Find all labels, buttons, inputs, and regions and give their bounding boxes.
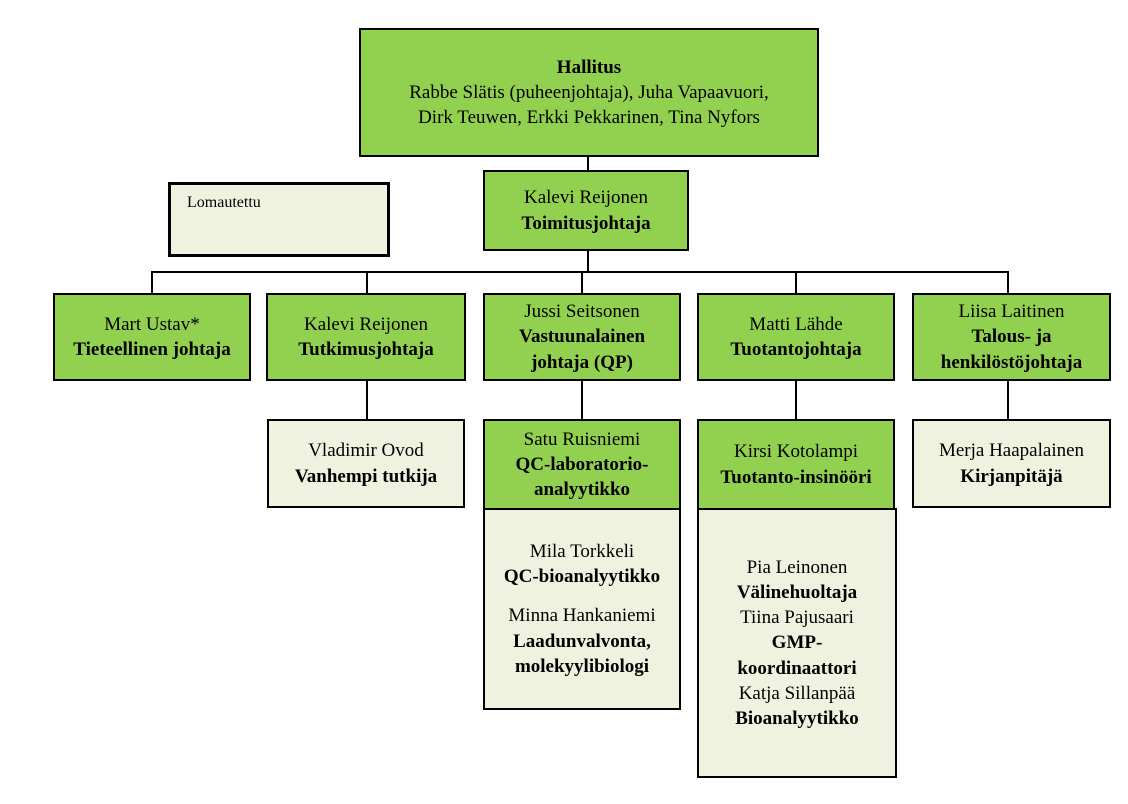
production-lead-box: Kirsi Kotolampi Tuotanto-insinööri — [697, 419, 895, 510]
director-name: Matti Lähde — [749, 313, 843, 335]
director-title-line1: Vastuunalainen — [518, 326, 646, 348]
connector-bus-d1 — [151, 271, 153, 294]
director-title-line1: Talous- ja — [971, 326, 1052, 348]
staff-title: Kirjanpitäjä — [960, 465, 1063, 487]
staff-title: Bioanalyytikko — [735, 707, 859, 729]
connector-bus-d5 — [1007, 271, 1009, 294]
production-staff-box: Pia Leinonen Välinehuoltaja Tiina Pajusa… — [697, 508, 897, 778]
research-staff-box: Vladimir Ovod Vanhempi tutkija — [267, 419, 465, 508]
director-title-line2: henkilöstöjohtaja — [940, 351, 1083, 373]
connector-bus-d3 — [581, 271, 583, 294]
director-name: Kalevi Reijonen — [304, 313, 428, 335]
staff-title: QC-bioanalyytikko — [503, 566, 661, 588]
staff-name: Merja Haapalainen — [938, 440, 1085, 462]
qc-lead-name: Satu Ruisniemi — [523, 428, 641, 450]
qc-staff-box: Mila Torkkeli QC-bioanalyytikko Minna Ha… — [483, 508, 681, 710]
production-lead-title: Tuotanto-insinööri — [720, 466, 872, 488]
qc-lead-box: Satu Ruisniemi QC-laboratorio- analyytik… — [483, 419, 681, 510]
furlough-box: Lomautettu — [168, 182, 390, 257]
board-title: Hallitus — [556, 56, 622, 78]
finance-staff-box: Merja Haapalainen Kirjanpitäjä — [912, 419, 1111, 508]
connector-d5-staff — [1007, 380, 1009, 420]
connector-d3-qc — [581, 380, 583, 420]
ceo-name: Kalevi Reijonen — [524, 187, 648, 209]
director-box-finance: Liisa Laitinen Talous- ja henkilöstöjoht… — [912, 293, 1111, 381]
connector-bus — [151, 271, 1009, 273]
connector-bus-d2 — [366, 271, 368, 294]
staff-title-line1: Laadunvalvonta, — [513, 630, 651, 652]
connector-d2-staff — [366, 380, 368, 420]
furlough-label: Lomautettu — [187, 194, 261, 211]
staff-title-line2: koordinaattori — [737, 657, 857, 679]
board-members-line1: Rabbe Slätis (puheenjohtaja), Juha Vapaa… — [409, 81, 769, 103]
connector-ceo-bus — [587, 250, 589, 272]
staff-title: Vanhempi tutkija — [294, 465, 438, 487]
qc-lead-title-line2: analyytikko — [533, 479, 631, 501]
production-lead-name: Kirsi Kotolampi — [733, 441, 859, 463]
connector-board-ceo — [587, 156, 589, 170]
staff-name: Tiina Pajusaari — [740, 607, 854, 629]
connector-d4-prod — [795, 380, 797, 420]
director-box-qp: Jussi Seitsonen Vastuunalainen johtaja (… — [483, 293, 681, 381]
staff-name: Mila Torkkeli — [529, 541, 635, 563]
staff-name: Minna Hankaniemi — [508, 605, 656, 627]
qc-lead-title-line1: QC-laboratorio- — [515, 453, 649, 475]
staff-title: Välinehuoltaja — [736, 582, 858, 604]
director-name: Mart Ustav* — [104, 313, 200, 335]
director-title: Tieteellinen johtaja — [73, 339, 231, 360]
staff-title-line1: GMP- — [771, 632, 823, 654]
staff-name: Pia Leinonen — [746, 557, 848, 579]
director-title: Tutkimusjohtaja — [298, 339, 434, 360]
director-box-production: Matti Lähde Tuotantojohtaja — [697, 293, 895, 381]
board-box: Hallitus Rabbe Slätis (puheenjohtaja), J… — [359, 28, 819, 157]
director-title: Tuotantojohtaja — [730, 339, 862, 360]
ceo-box: Kalevi Reijonen Toimitusjohtaja — [483, 170, 689, 251]
connector-bus-d4 — [795, 271, 797, 294]
director-name: Jussi Seitsonen — [524, 301, 640, 323]
ceo-title: Toimitusjohtaja — [521, 212, 651, 234]
staff-name: Katja Sillanpää — [738, 682, 856, 704]
director-box-scientific: Mart Ustav* Tieteellinen johtaja — [53, 293, 251, 381]
director-box-research: Kalevi Reijonen Tutkimusjohtaja — [266, 293, 466, 381]
board-members-line2: Dirk Teuwen, Erkki Pekkarinen, Tina Nyfo… — [418, 107, 760, 129]
staff-title-line2: molekyylibiologi — [514, 655, 650, 677]
director-title-line2: johtaja (QP) — [531, 351, 633, 373]
director-name: Liisa Laitinen — [958, 301, 1065, 323]
staff-name: Vladimir Ovod — [308, 440, 424, 462]
